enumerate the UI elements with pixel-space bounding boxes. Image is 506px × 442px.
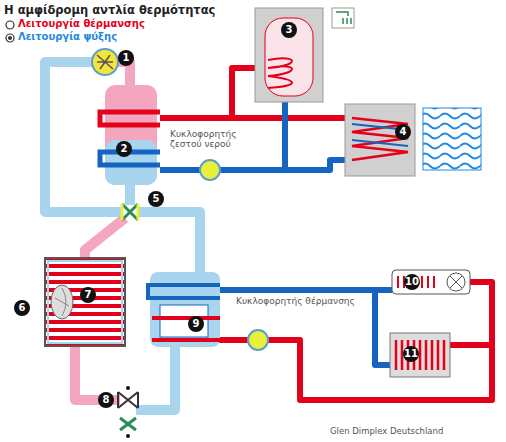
callout-number: 3 <box>281 22 297 38</box>
pump-label: Κυκλοφορητής ζεστού νερού <box>170 129 232 150</box>
heating-heat-exchanger <box>148 272 220 347</box>
return-water-pipe <box>160 95 345 170</box>
expansion-valve <box>118 386 138 438</box>
callout-number: 6 <box>14 300 30 316</box>
callout-number: 2 <box>116 141 132 157</box>
radio-filled <box>6 34 14 42</box>
callout-number: 5 <box>148 191 164 207</box>
refrigerant-pipe <box>45 62 200 410</box>
circulation-pump <box>248 330 268 350</box>
callout-number: 9 <box>188 316 204 332</box>
heating-return-pipe <box>218 282 492 400</box>
diagram-title: Η αμφίδρομη αντλία θερμότητας <box>4 3 215 17</box>
fan-coil <box>392 270 470 294</box>
hot-water-tank <box>255 8 354 102</box>
callout-number: 4 <box>395 124 411 140</box>
circulation-pump <box>200 160 220 180</box>
radiator <box>390 333 450 377</box>
callout-number: 1 <box>118 50 134 66</box>
legend-text: Λειτουργία ψύξης <box>18 31 117 42</box>
four-way-valve <box>122 204 138 220</box>
callout-number: 8 <box>98 392 114 408</box>
outdoor-evaporator <box>45 258 125 346</box>
legend-text: Λειτουργία θέρμανσης <box>18 18 145 29</box>
water-heat-exchanger <box>100 85 160 185</box>
callout-number: 7 <box>80 287 96 303</box>
pump-label: Κυκλοφορητής θέρμανσης <box>236 296 366 306</box>
pool-heat-exchanger <box>345 104 481 176</box>
heating-supply-pipe <box>220 290 392 365</box>
callout-number: 10 <box>404 274 420 290</box>
radio-empty <box>6 21 14 29</box>
callout-number: 11 <box>403 346 419 362</box>
credit-text: Glen Dimplex Deutschland <box>330 426 443 436</box>
compressor <box>92 49 118 75</box>
